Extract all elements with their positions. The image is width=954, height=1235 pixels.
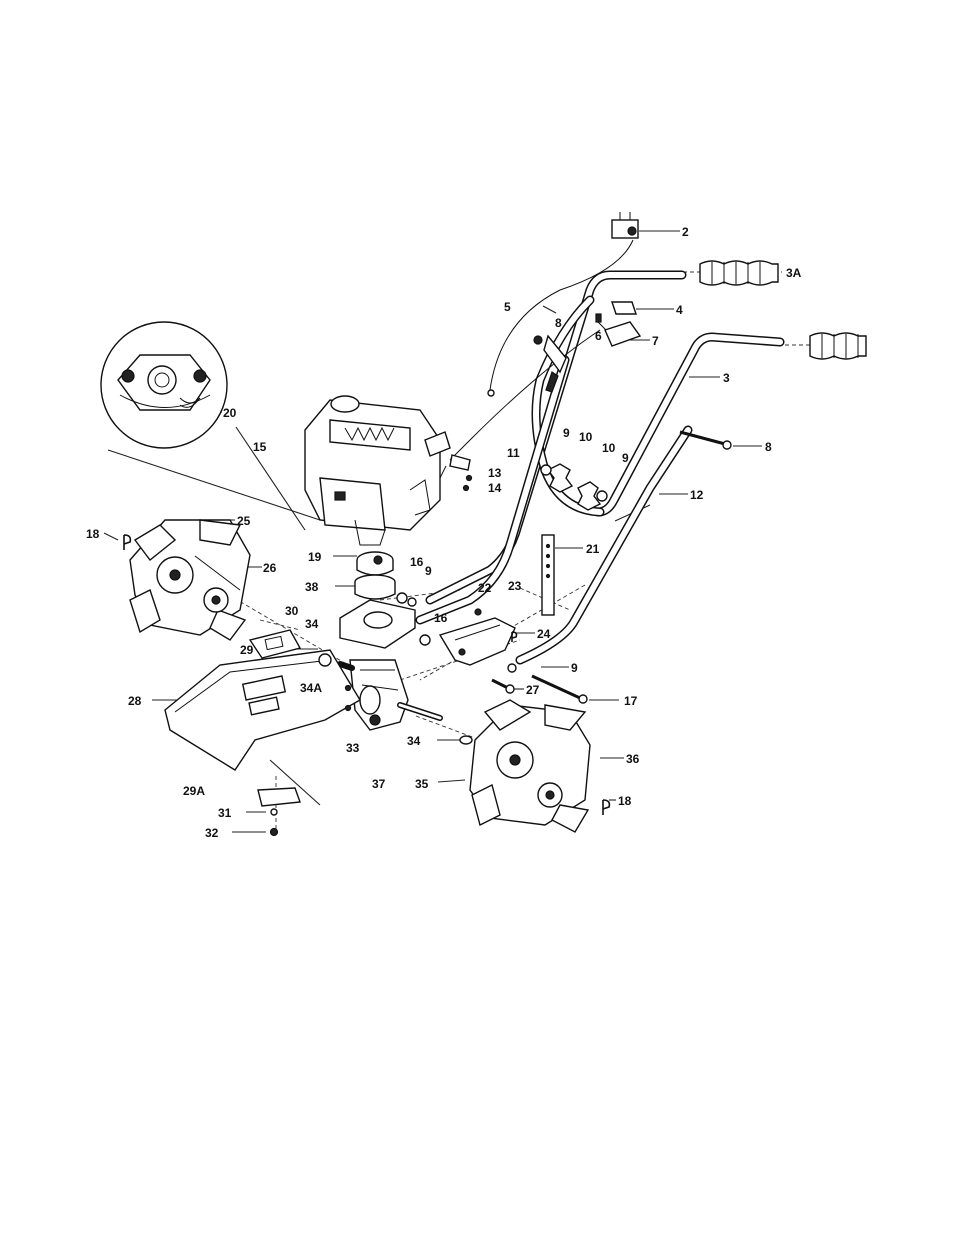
switch-lever — [596, 314, 640, 346]
label-24: 24 — [537, 627, 551, 641]
label-25: 25 — [237, 514, 251, 528]
label-27: 27 — [526, 683, 540, 697]
label-9a: 9 — [563, 426, 570, 440]
label-16b: 16 — [434, 611, 448, 625]
label-28: 28 — [128, 694, 142, 708]
label-8b: 8 — [765, 440, 772, 454]
knob-right — [578, 482, 607, 510]
clutch-drum — [357, 552, 393, 575]
depth-bar — [542, 535, 554, 615]
label-2: 2 — [682, 225, 689, 239]
short-bolt — [492, 680, 514, 693]
label-34a: 34 — [305, 617, 319, 631]
label-21: 21 — [586, 542, 600, 556]
handle-grip-upper — [700, 261, 778, 285]
label-26: 26 — [263, 561, 277, 575]
label-30: 30 — [285, 604, 299, 618]
tine-assembly-left — [130, 520, 250, 640]
handlebar-assembly — [420, 240, 780, 660]
label-16a: 16 — [410, 555, 424, 569]
label-19: 19 — [308, 550, 322, 564]
label-31: 31 — [218, 806, 232, 820]
label-20: 20 — [223, 406, 237, 420]
clutch-inset — [101, 322, 227, 448]
label-9d: 9 — [571, 661, 578, 675]
label-11: 11 — [507, 446, 520, 460]
label-22: 22 — [478, 581, 492, 595]
label-9c: 9 — [425, 564, 432, 578]
long-bolt — [532, 676, 587, 703]
handle-grip-lower — [810, 333, 866, 359]
label-37: 37 — [372, 777, 386, 791]
label-9b: 9 — [622, 451, 629, 465]
hitch-bracket — [440, 618, 517, 665]
label-7: 7 — [652, 334, 659, 348]
label-38: 38 — [305, 580, 319, 594]
tine-shield — [165, 650, 360, 770]
label-23: 23 — [508, 579, 522, 593]
gasket-plate — [250, 630, 300, 658]
label-35: 35 — [415, 777, 429, 791]
label-10b: 10 — [602, 441, 616, 455]
label-29A: 29A — [183, 784, 205, 798]
label-32: 32 — [205, 826, 219, 840]
label-3A: 3A — [786, 266, 802, 280]
label-13: 13 — [488, 466, 502, 480]
label-29: 29 — [240, 643, 254, 657]
label-33: 33 — [346, 741, 360, 755]
label-15: 15 — [253, 440, 267, 454]
hairpin-left — [124, 535, 130, 550]
label-3: 3 — [723, 371, 730, 385]
label-18a: 18 — [86, 527, 100, 541]
engine — [305, 396, 472, 545]
label-17: 17 — [624, 694, 638, 708]
label-18b: 18 — [618, 794, 632, 808]
throttle-control — [612, 212, 638, 238]
label-5: 5 — [504, 300, 511, 314]
label-34A: 34A — [300, 681, 322, 695]
label-6: 6 — [595, 329, 602, 343]
label-14: 14 — [488, 481, 502, 495]
hairpin-right — [603, 800, 609, 815]
label-34b: 34 — [407, 734, 421, 748]
label-8a: 8 — [555, 316, 562, 330]
label-12: 12 — [690, 488, 704, 502]
bolt-right — [680, 432, 731, 449]
tine-assembly-right — [470, 700, 590, 832]
label-4: 4 — [676, 303, 683, 317]
collar — [355, 575, 395, 599]
label-36: 36 — [626, 752, 640, 766]
label-10a: 10 — [579, 430, 593, 444]
clip-bracket — [612, 302, 636, 314]
